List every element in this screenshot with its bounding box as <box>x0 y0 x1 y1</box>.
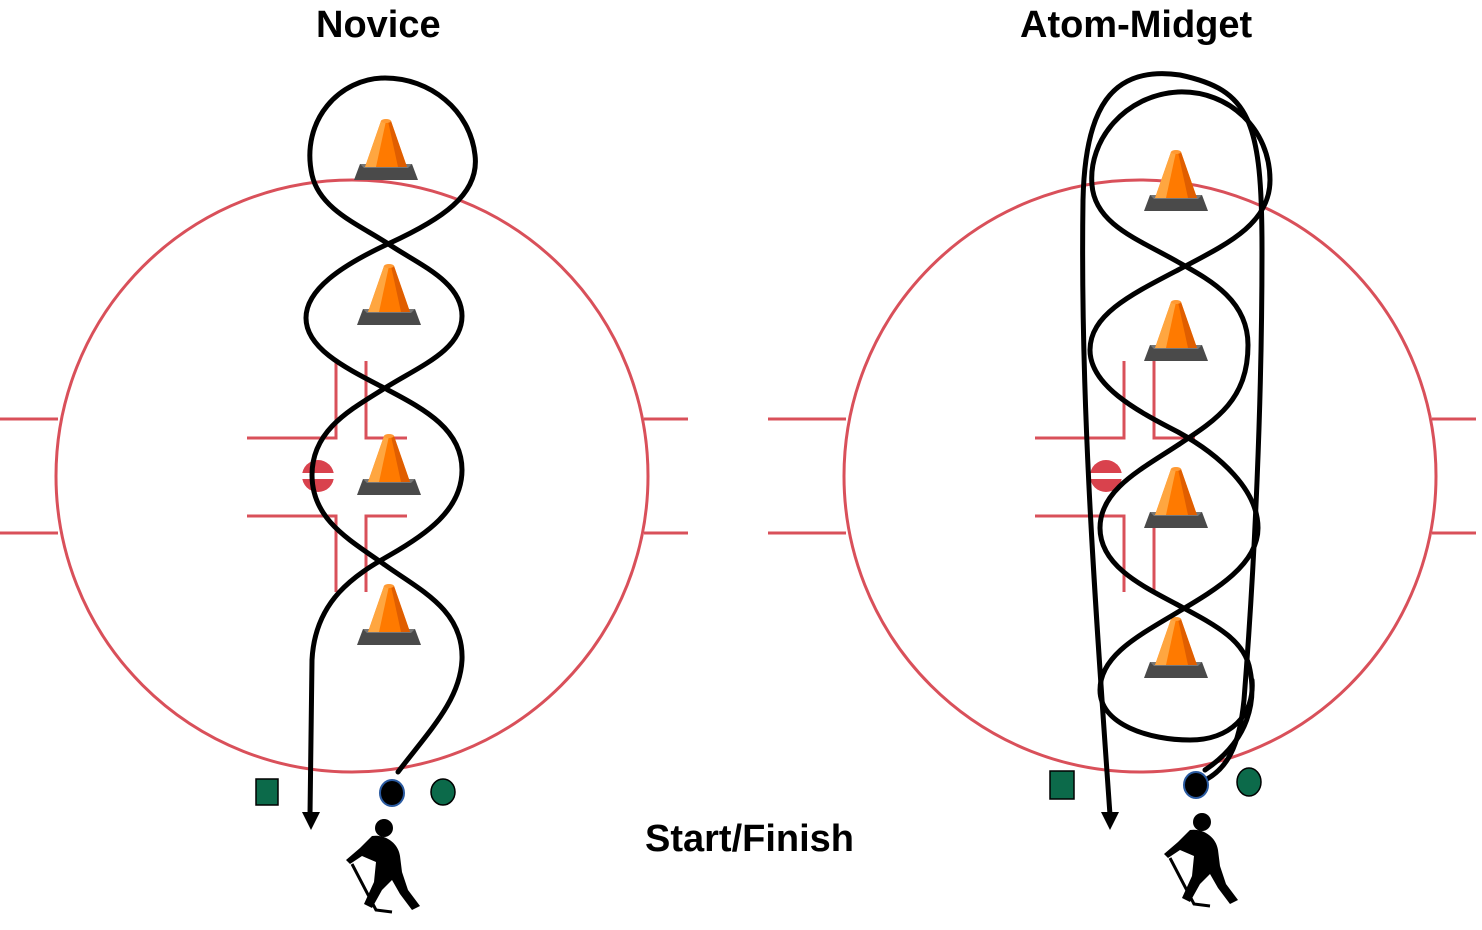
right-rink-markings <box>766 178 1478 774</box>
square-marker <box>1049 770 1075 800</box>
traffic-cone-icon <box>357 264 421 325</box>
square-marker <box>255 778 279 806</box>
right-skating-path <box>1080 71 1273 830</box>
start-circle-marker <box>1183 771 1209 799</box>
circle-marker <box>1236 767 1262 797</box>
atom-midget-title: Atom-Midget <box>1020 4 1253 46</box>
start-circle-marker <box>379 779 405 807</box>
novice-title: Novice <box>316 4 441 46</box>
traffic-cone-icon <box>354 119 418 180</box>
hockey-player-icon <box>344 817 422 914</box>
start-finish-label: Start/Finish <box>645 818 855 860</box>
traffic-cone-icon <box>1144 300 1208 361</box>
traffic-cone-icon <box>1144 467 1208 528</box>
hockey-player-icon <box>1162 811 1240 908</box>
circle-marker <box>430 778 456 806</box>
traffic-cone-icon <box>357 434 421 495</box>
traffic-cone-icon <box>357 584 421 645</box>
left-skating-path <box>302 75 478 830</box>
